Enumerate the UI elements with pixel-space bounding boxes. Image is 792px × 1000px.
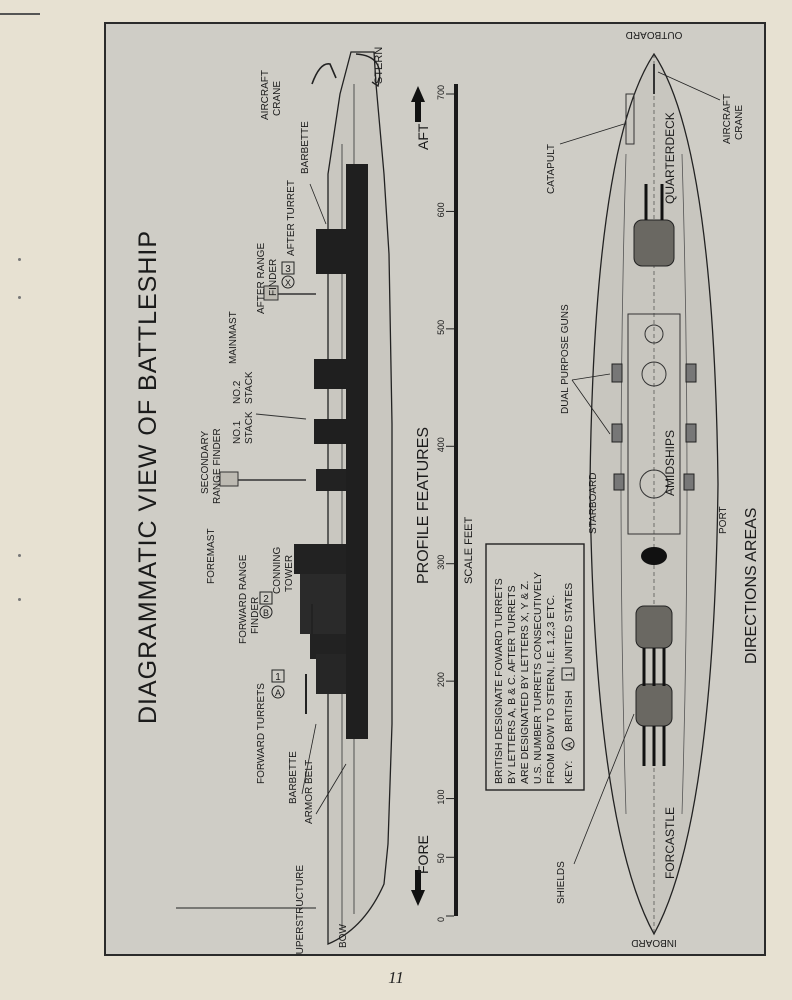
- profile-ship: [219, 51, 393, 945]
- aircraft-crane-label-1: AIRCRAFT: [260, 70, 271, 120]
- forcastle-label: FORCASTLE: [663, 807, 677, 879]
- punch-dot: [18, 554, 21, 557]
- turret-key-box: BRITISH DESIGNATE FOWARD TURRETS BY LETT…: [485, 543, 585, 791]
- bow-label: BOW: [338, 924, 349, 948]
- battleship-diagram: DIAGRAMMATIC VIEW OF BATTLESHIP SU: [134, 29, 760, 954]
- aft-turret-let: X: [285, 278, 291, 288]
- punch-dot: [18, 258, 21, 261]
- no2-stack-label-1: NO.2: [232, 380, 243, 404]
- scale-tick-label: 600: [436, 202, 446, 217]
- secondary-range-finder-label-2: RANGE FINDER: [212, 428, 223, 504]
- key-line-3: ARE DESIGNATED BY LETTERS X, Y & Z.: [519, 581, 531, 784]
- secondary-range-finder-label-1: SECONDARY: [200, 431, 211, 494]
- key-label: KEY:: [563, 761, 575, 784]
- outboard-label: OUTBOARD: [626, 29, 683, 40]
- foremast-label: FOREMAST: [206, 528, 217, 584]
- catapult-label: CATAPULT: [546, 144, 557, 194]
- scale-bar: 0 50 100 200 300 400 500 600 700 SCALE FEET: [436, 84, 475, 922]
- profile-heading: PROFILE FEATURES: [415, 427, 432, 584]
- scale-tick-label: 100: [436, 790, 446, 805]
- profile-labels: SUPERSTRUCTURE BOW STERN ARMOR BELT BARB…: [176, 47, 385, 954]
- scale-tick-label: 300: [436, 555, 446, 570]
- directions-heading: DIRECTIONS AREAS: [743, 508, 760, 664]
- aft-turret-num: 3: [285, 264, 291, 275]
- key-line-5: FROM BOW TO STERN, I.E. 1,2,3 ETC.: [545, 595, 557, 784]
- key-line-4: U.S. NUMBER TURRETS CONSECUTIVELY: [532, 572, 544, 784]
- aft-arrow-icon: [411, 86, 425, 122]
- after-range-finder-label-2: FINDER: [268, 259, 279, 296]
- amidships-label: AMIDSHIPS: [663, 430, 677, 496]
- dual-purpose-guns-label: DUAL PURPOSE GUNS: [560, 304, 571, 414]
- key-line-2: BY LETTERS A, B & C. AFTER TURRETS: [506, 585, 518, 784]
- no1-stack-label-1: NO.1: [232, 420, 243, 444]
- punch-dot: [18, 598, 21, 601]
- after-turret-label: AFTER TURRET: [286, 180, 297, 256]
- aft-label: AFT: [415, 123, 431, 150]
- quarterdeck-label: QUARTERDECK: [663, 112, 677, 204]
- forward-turrets-label: FORWARD TURRETS: [256, 683, 267, 784]
- page-number: 11: [388, 968, 404, 987]
- key-british: BRITISH: [563, 691, 575, 732]
- forward-range-finder-label-2: FINDER: [250, 597, 261, 634]
- conning-tower-label-1: CONNING: [272, 547, 283, 594]
- margin-rule: [0, 13, 40, 15]
- after-range-finder-label-1: AFTER RANGE: [256, 243, 267, 314]
- plan-labels: QUARTERDECK AMIDSHIPS FORCASTLE CATAPULT…: [546, 29, 745, 948]
- scale-label: SCALE FEET: [463, 516, 475, 584]
- plan-crane-label-1: AIRCRAFT: [722, 94, 733, 144]
- aircraft-crane-label-2: CRANE: [272, 81, 283, 116]
- scale-tick-label: 200: [436, 672, 446, 687]
- scale-tick-label: 500: [436, 320, 446, 335]
- port-label: PORT: [718, 506, 729, 534]
- key-line-1: BRITISH DESIGNATE FOWARD TURRETS: [493, 578, 505, 784]
- punch-dot: [18, 296, 21, 299]
- scale-tick-label: 0: [436, 917, 446, 922]
- mainmast-label: MAINMAST: [228, 311, 239, 364]
- starboard-label: STARBOARD: [588, 473, 599, 535]
- key-us: UNITED STATES: [563, 583, 575, 664]
- profile-directions: AFT FORE PROFILE FEATURES: [411, 86, 432, 906]
- inboard-label: INBOARD: [631, 937, 677, 948]
- armor-belt-label: ARMOR BELT: [304, 760, 315, 824]
- scale-tick-label: 400: [436, 437, 446, 452]
- conning-tower-label-2: TOWER: [284, 555, 295, 592]
- scale-tick-label: 700: [436, 85, 446, 100]
- fwd-turret-num-2: 2: [263, 594, 269, 605]
- no1-stack-label-2: STACK: [244, 411, 255, 444]
- superstructure-label: SUPERSTRUCTURE: [295, 865, 306, 954]
- plan-crane-label-2: CRANE: [734, 105, 745, 140]
- barbette-fwd-label: BARBETTE: [288, 751, 299, 804]
- fwd-turret-let-2: B: [263, 608, 269, 618]
- fore-arrow-icon: [411, 870, 425, 906]
- fore-label: FORE: [415, 835, 431, 874]
- diagram-plate: DIAGRAMMATIC VIEW OF BATTLESHIP SU: [104, 22, 766, 956]
- fwd-turret-let-1: A: [275, 688, 281, 698]
- page-title: DIAGRAMMATIC VIEW OF BATTLESHIP: [134, 230, 162, 724]
- key-number: 1: [564, 672, 574, 677]
- key-letter: A: [564, 742, 574, 748]
- plan-ship: [589, 52, 719, 936]
- barbette-aft-label: BARBETTE: [300, 121, 311, 174]
- scale-tick-label: 50: [436, 853, 446, 863]
- stern-label: STERN: [373, 47, 385, 84]
- no2-stack-label-2: STACK: [244, 371, 255, 404]
- shields-label: SHIELDS: [556, 861, 567, 904]
- forward-range-finder-label-1: FORWARD RANGE: [238, 554, 249, 644]
- fwd-turret-num-1: 1: [275, 672, 281, 683]
